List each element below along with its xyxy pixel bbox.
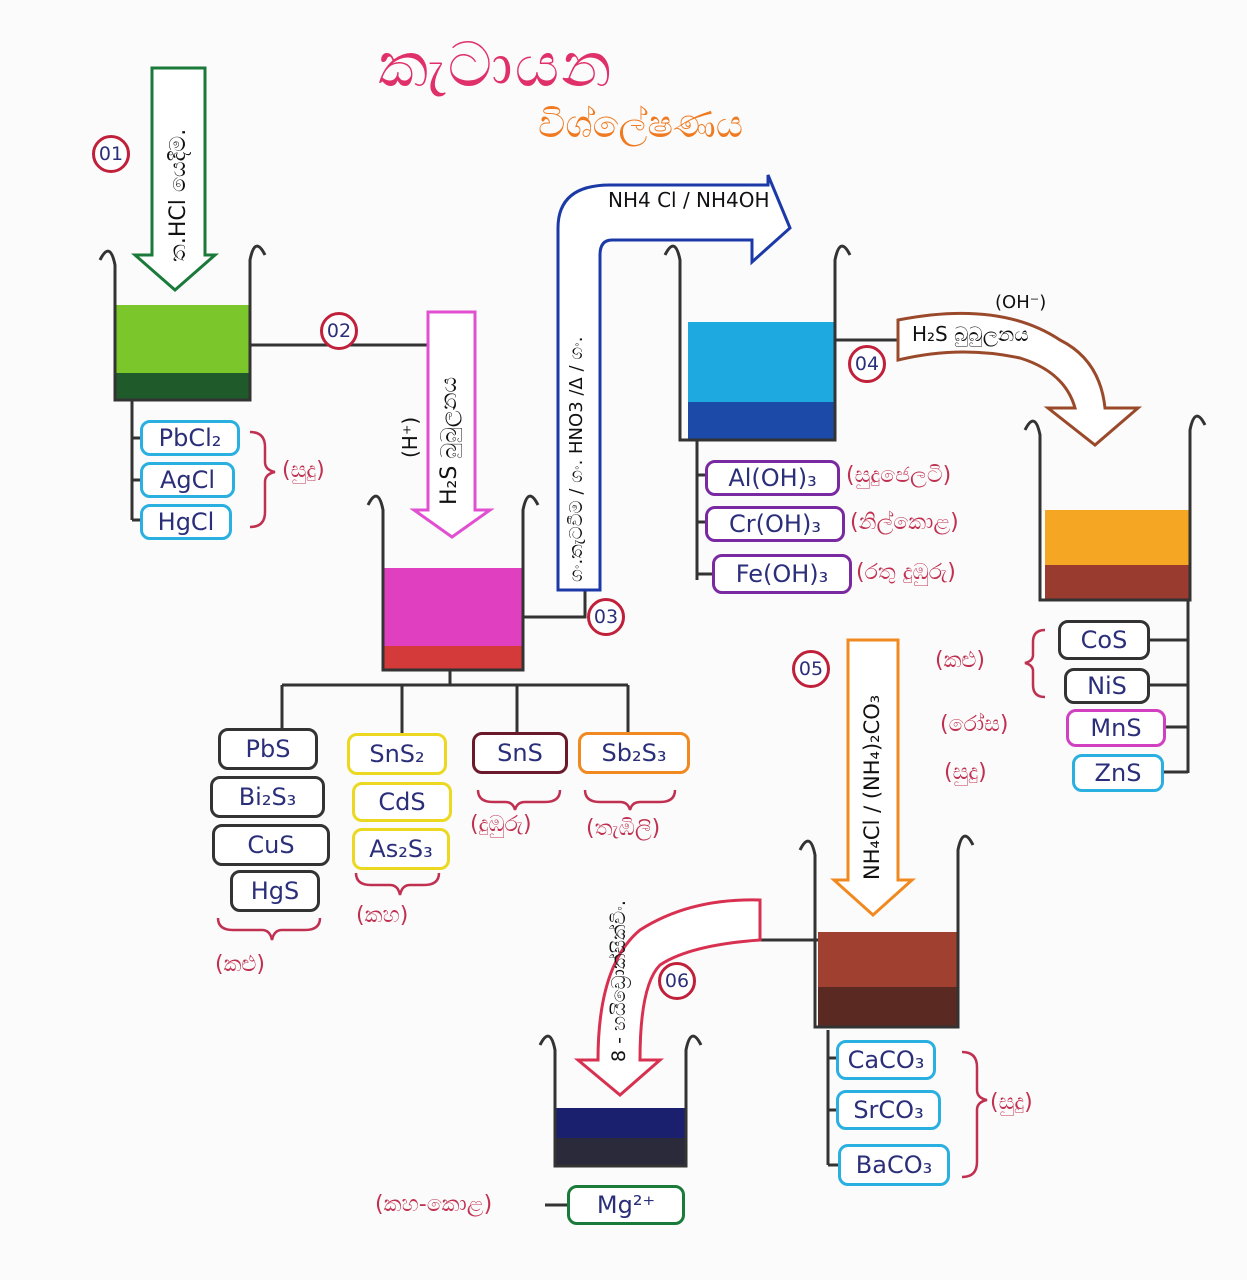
note-g2d: (තැඹිලි) — [586, 816, 661, 841]
reagent-3b-label: NH4 Cl / NH4OH — [608, 188, 770, 212]
connector-g5 — [826, 1030, 838, 1167]
step-02: 02 — [320, 312, 358, 350]
beaker-1-precipitate — [115, 373, 250, 400]
note-feoh3: (රතු දුඹුරු) — [856, 560, 956, 585]
reagent-arrow-2 — [409, 310, 495, 539]
note-croh3: (නිල්කොළ) — [850, 510, 959, 535]
reagent-arrow-4 — [896, 311, 1143, 447]
brace-g5 — [961, 1050, 988, 1179]
beaker-4-solution — [1045, 510, 1190, 565]
precipitate-hgs: HgS — [230, 870, 320, 912]
beaker-3-precipitate — [688, 402, 835, 440]
precipitate-srco3: SrCO₃ — [836, 1090, 941, 1130]
precipitate-hgcl: HgCl — [140, 504, 232, 540]
beaker-1 — [98, 244, 267, 402]
reagent-arrow-1 — [131, 66, 219, 292]
brace-g2b — [354, 872, 441, 896]
beaker-2-solution — [383, 568, 523, 646]
beaker-5-solution — [818, 932, 958, 987]
precipitate-pbs: PbS — [218, 728, 318, 770]
beaker-4-precipitate — [1045, 565, 1190, 600]
precipitate-croh3: Cr(OH)₃ — [705, 506, 845, 542]
brace-g2a — [216, 917, 322, 941]
connector-g2 — [280, 670, 630, 735]
precipitate-as2s3: As₂S₃ — [352, 828, 450, 870]
page-subtitle: විශ්ලේෂණය — [538, 102, 744, 146]
step-06: 06 — [658, 962, 696, 1000]
precipitate-agcl: AgCl — [140, 462, 235, 498]
connector-lines — [130, 338, 1190, 1207]
beaker-1-solution — [115, 305, 250, 373]
precipitate-cos: CoS — [1058, 620, 1150, 660]
beaker-2 — [366, 494, 540, 672]
beaker-6-precipitate — [556, 1138, 686, 1166]
reagent-arrow-6 — [573, 898, 762, 1097]
precipitate-caco3: CaCO₃ — [836, 1040, 936, 1080]
beaker-2-precipitate — [383, 646, 523, 670]
beaker-5-precipitate — [818, 987, 958, 1027]
precipitate-nis: NiS — [1064, 668, 1150, 704]
beaker-6 — [538, 1034, 703, 1168]
connector-g1 — [130, 400, 140, 522]
note-g2a: (කළු) — [215, 952, 265, 977]
brace-g2d — [583, 789, 677, 811]
step-03: 03 — [587, 598, 625, 636]
precipitate-pbcl2: PbCl₂ — [140, 420, 240, 456]
note-g2c: (දුඹුරු) — [470, 812, 532, 837]
precipitate-sb2s3: Sb₂S₃ — [578, 732, 690, 774]
note-cos-nis: (කළු) — [935, 648, 985, 673]
ion-mg2plus: Mg²⁺ — [567, 1185, 685, 1225]
note-aloh3: (සුදුජෙලටි) — [846, 463, 952, 488]
brace-g4 — [1024, 628, 1046, 699]
reagent-arrow-5 — [830, 638, 916, 918]
connector-g4 — [1150, 600, 1190, 774]
reagent-3a-label: ගං.තැටවීම / ගං. HNO3 /Δ / ගං. — [566, 336, 587, 582]
reagent-4-label: H₂S බුබුලනය — [912, 322, 1029, 346]
note-mns: (රෝස) — [940, 712, 1009, 737]
step-05: 05 — [792, 650, 830, 688]
brace-g1 — [249, 430, 276, 529]
precipitate-sns2: SnS₂ — [347, 733, 447, 775]
page-title: කැටායන — [378, 28, 614, 101]
brace-g2c — [476, 789, 562, 811]
reagent-2-condition: (H⁺) — [398, 416, 422, 458]
precipitate-zns: ZnS — [1072, 754, 1164, 792]
beaker-4 — [1023, 414, 1207, 602]
beaker-3 — [663, 244, 852, 442]
reagent-arrow-3 — [556, 174, 792, 592]
beaker-3-solution — [688, 322, 835, 402]
connector-b2-b3 — [522, 590, 587, 619]
note-g2b: (කහ) — [356, 903, 409, 928]
step-01: 01 — [92, 135, 130, 173]
connector-g3 — [695, 440, 712, 580]
precipitate-cus: CuS — [212, 824, 330, 866]
precipitate-baco3: BaCO₃ — [838, 1144, 950, 1186]
precipitate-feoh3: Fe(OH)₃ — [712, 554, 852, 594]
reagent-1-label: ත.HCl යෙදීම. — [166, 128, 191, 262]
precipitate-aloh3: Al(OH)₃ — [705, 460, 840, 496]
precipitate-cds: CdS — [352, 782, 452, 822]
step-04: 04 — [848, 345, 886, 383]
beaker-6-solution — [556, 1108, 686, 1138]
beaker-5 — [798, 834, 975, 1029]
note-zns: (සුදු) — [944, 760, 987, 785]
reagent-2-label: H₂S බුබුලනය — [437, 376, 462, 505]
reagent-4-condition: (OH⁻) — [995, 292, 1047, 313]
precipitate-sns: SnS — [472, 732, 568, 774]
reagent-6-label: 8 - හයිඩ්‍රොක්සික්විං. — [608, 900, 630, 1062]
braces — [216, 430, 1046, 1179]
precipitate-mns: MnS — [1066, 709, 1166, 747]
note-g1: (සුදු) — [282, 458, 325, 483]
reagent-5-label: NH₄Cl / (NH₄)₂CO₃ — [860, 694, 884, 880]
note-g6: (කහ-කොළ) — [375, 1192, 493, 1217]
precipitate-bi2s3: Bi₂S₃ — [210, 776, 325, 818]
note-g5: (සුදු) — [990, 1090, 1033, 1115]
